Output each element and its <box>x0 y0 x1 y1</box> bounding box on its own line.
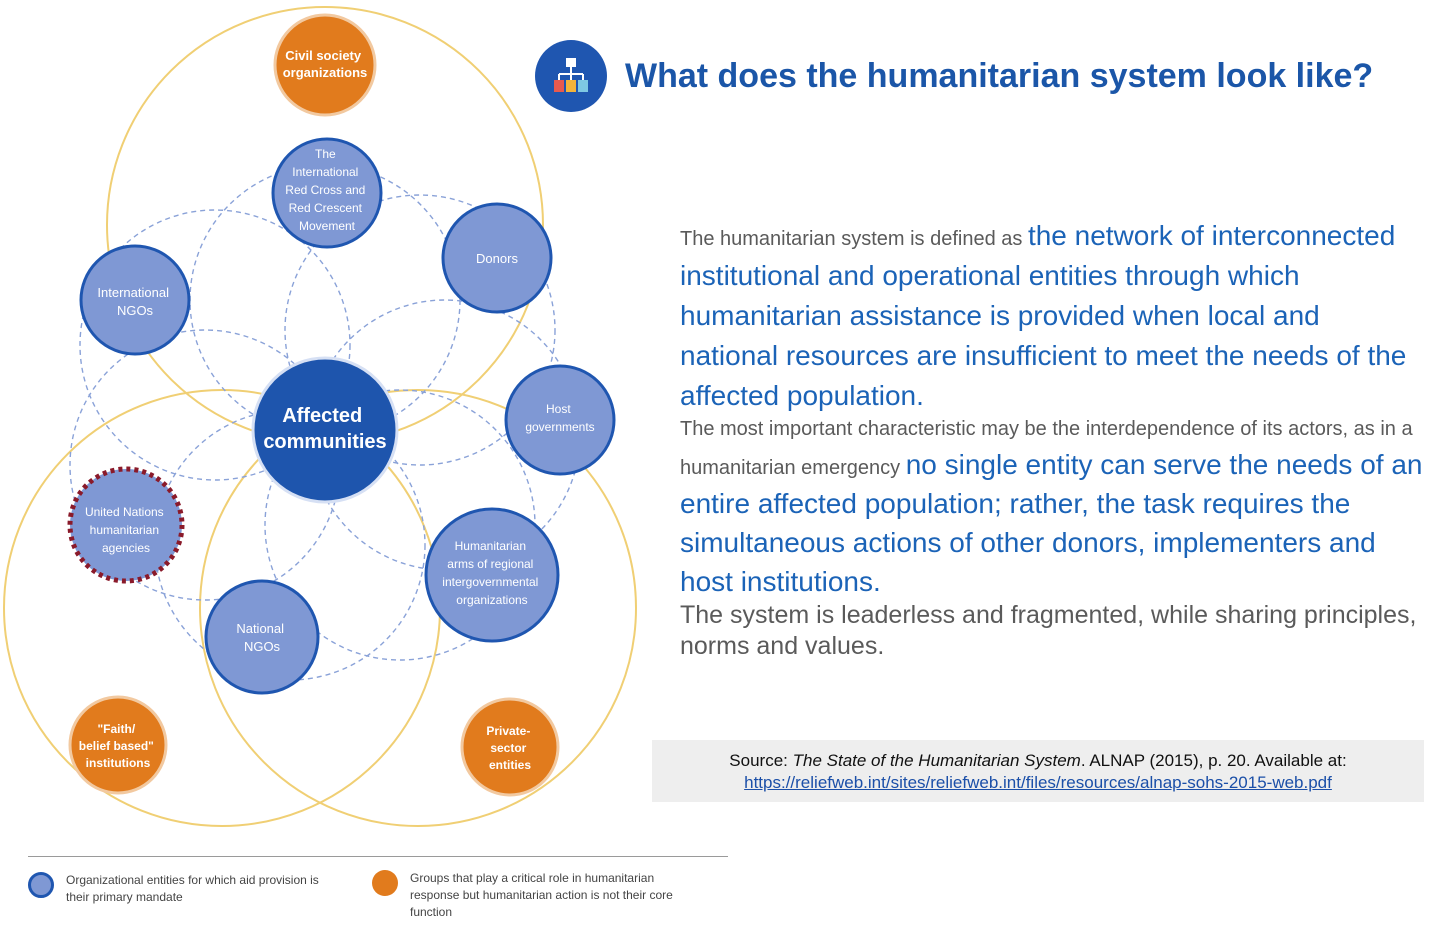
svg-text:International NGOs: International NGOs <box>97 285 172 318</box>
node-national-ngos: National NGOs <box>204 579 320 695</box>
node-regional-orgs: Humanitarian arms of regional intergover… <box>424 507 560 643</box>
legend-blue-text: Organizational entities for which aid pr… <box>66 873 319 904</box>
humanitarian-system-diagram: Civil society organizations "Faith/ beli… <box>3 6 637 827</box>
network-org-icon <box>535 40 607 112</box>
svg-text:"Faith/ belief based": "Faith/ belief based" institutions <box>79 722 157 770</box>
source-title: The State of the Humanitarian System <box>792 751 1081 770</box>
node-private-sector: Private- sector entities <box>460 697 560 797</box>
source-link[interactable]: https://reliefweb.int/sites/reliefweb.in… <box>744 773 1332 792</box>
interdependence-paragraph: The most important characteristic may be… <box>680 412 1425 604</box>
dashed-ring <box>284 194 556 466</box>
legend-orange-dot <box>372 870 398 896</box>
svg-text:United Nations humanitar: United Nations humanitarian agencies <box>85 505 167 555</box>
svg-text:Affected communities: Affected communities <box>263 405 386 453</box>
legend-blue-dot <box>28 872 54 898</box>
node-donors: Donors <box>441 202 553 314</box>
svg-text:Humanitarian arms of reg: Humanitarian arms of regional intergover… <box>442 539 541 607</box>
definition-intro: The humanitarian system is defined as <box>680 228 1028 250</box>
legend-blue: Organizational entities for which aid pr… <box>28 872 328 906</box>
node-international-ngos: International NGOs <box>79 244 191 356</box>
source-prefix: Source: <box>729 751 793 770</box>
node-red-cross: The International Red Cross and Red Cres… <box>271 137 383 249</box>
svg-text:The International: The International Red Cross and Red Cres… <box>285 147 368 233</box>
node-civil-society: Civil society organizations <box>273 13 377 117</box>
legend-orange: Groups that play a critical role in huma… <box>372 870 692 921</box>
svg-text:Civil society organizati: Civil society organizations <box>283 48 368 80</box>
interdependence-highlight: no single entity can serve the needs of … <box>680 449 1423 597</box>
node-affected-communities: Affected communities <box>251 356 399 504</box>
dashed-ring <box>79 209 351 481</box>
leaderless-paragraph: The system is leaderless and fragmented,… <box>680 601 1417 660</box>
node-faith-based: "Faith/ belief based" institutions <box>68 695 168 795</box>
legend-orange-text: Groups that play a critical role in huma… <box>410 871 673 919</box>
page-title: What does the humanitarian system look l… <box>625 56 1374 95</box>
svg-text:Host governments: Host governments <box>525 402 594 434</box>
legend-divider <box>28 856 728 857</box>
source-box: Source: The State of the Humanitarian Sy… <box>652 740 1424 802</box>
definition-paragraph: The humanitarian system is defined as th… <box>680 218 1425 418</box>
node-host-governments: Host governments <box>504 364 616 476</box>
header: What does the humanitarian system look l… <box>535 40 1373 112</box>
svg-text:Private- sector en: Private- sector entities <box>486 724 533 772</box>
node-un-agencies: United Nations humanitarian agencies <box>67 466 185 584</box>
interdependence-intro: The most important characteristic may be… <box>680 418 1413 479</box>
definition-highlight: the network of interconnected institutio… <box>680 220 1407 411</box>
source-suffix: . ALNAP (2015), p. 20. Available at: <box>1080 751 1347 770</box>
svg-text:Donors: Donors <box>476 251 518 266</box>
svg-text:National NGOs: National NGOs <box>236 621 287 654</box>
gold-ring-right <box>199 389 637 827</box>
